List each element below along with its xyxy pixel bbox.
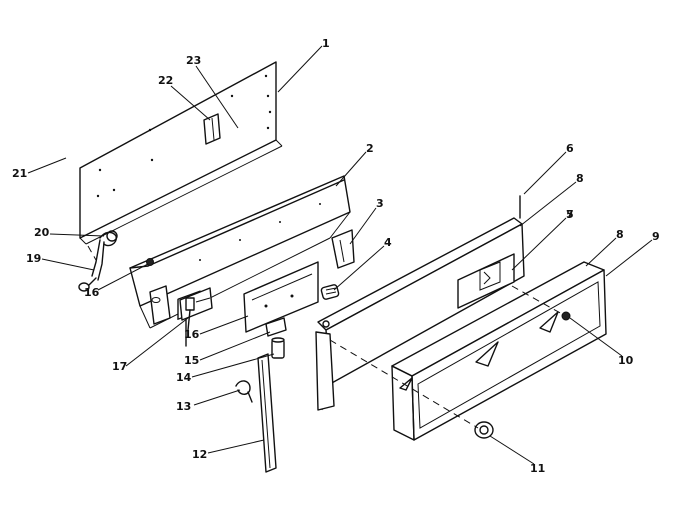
callout-12: 12 [192, 448, 207, 461]
callout-14: 14 [176, 371, 192, 384]
bracket-part-3 [331, 229, 355, 269]
callout-8b: 8 [616, 228, 624, 241]
mount-plate-part-18 [243, 261, 319, 333]
callout-6: 6 [566, 142, 574, 155]
callout-13: 13 [176, 400, 191, 413]
leader-lines [27, 45, 653, 465]
window-part-7 [457, 253, 515, 309]
callout-11: 11 [530, 462, 545, 475]
switch-part-17 [177, 287, 213, 347]
callout-2: 2 [366, 142, 374, 155]
callout-labels: 1 2 3 4 5 6 7 8 8 9 10 11 12 13 14 15 16… [12, 37, 660, 475]
callout-17: 17 [112, 360, 127, 373]
control-panel-part-5 [315, 195, 525, 411]
spring-clip-parts [235, 317, 287, 473]
callout-22: 22 [158, 74, 173, 87]
callout-21: 21 [12, 167, 27, 180]
callout-8a: 8 [576, 172, 584, 185]
callout-15: 15 [184, 354, 199, 367]
callout-9: 9 [652, 230, 660, 243]
callout-7: 7 [566, 208, 574, 221]
knob-part-4 [320, 284, 340, 300]
glass-door-part-9 [391, 261, 607, 441]
callout-19: 19 [26, 252, 41, 265]
callout-20: 20 [34, 226, 50, 239]
callout-4: 4 [384, 236, 392, 249]
grommet-part-11 [474, 421, 494, 439]
callout-5: 5 [566, 208, 574, 221]
callout-16b: 16 [84, 286, 100, 299]
callout-16a: 16 [184, 328, 200, 341]
back-panel-part-1 [78, 61, 283, 292]
callout-3: 3 [376, 197, 384, 210]
callout-1: 1 [322, 37, 330, 50]
explode-lines [87, 245, 563, 429]
rail-bracket-part-2 [129, 175, 351, 329]
callout-10: 10 [618, 354, 634, 367]
callout-23: 23 [186, 54, 201, 67]
